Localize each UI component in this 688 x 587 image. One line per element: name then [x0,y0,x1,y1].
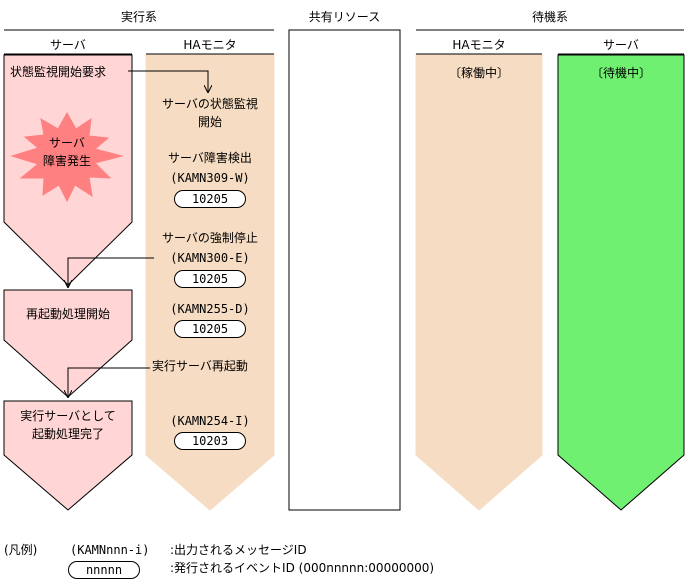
step-startup-done-line1: 実行サーバとして [20,409,116,423]
event-id-badge: 10205 [174,270,246,288]
legend-title: (凡例) [4,543,38,557]
ha-step-monitor-start-line1: サーバの状態監視 [162,97,258,111]
active-server-title: サーバ [50,38,86,52]
arrow-restart [68,367,150,397]
ha-step-failure-detect: サーバ障害検出 [168,151,252,165]
active-group-title: 実行系 [120,10,157,24]
step-startup-done-line2: 起動処理完了 [31,427,104,441]
ha-step-complete-msg: (KAMN254-I) [170,414,250,428]
server-block-3 [3,400,133,511]
legend-event-desc: :発行されるイベントID (000nnnnn:00000000) [170,561,435,575]
arrow-monitor-request [128,70,208,92]
legend-msg-sample: (KAMNnnn-i) [70,543,150,557]
burst-label-line1: サーバ [49,136,85,150]
ha-step-monitor-start-line2: 開始 [197,115,222,129]
active-ha-title: HAモニタ [183,38,237,52]
legend-event-sample: nnnnn [68,561,140,579]
standby-ha-title: HAモニタ [452,38,506,52]
event-id-badge: 10203 [174,432,246,450]
burst-label-line2: 障害発生 [42,154,91,168]
arrow-force-stop [68,257,154,287]
standby-ha-column [415,54,543,511]
ha-step-restart-msg: (KAMN255-D) [170,302,250,316]
standby-group-title: 待機系 [531,10,568,24]
ha-step-force-stop: サーバの強制停止 [162,231,258,245]
standby-server-title: サーバ [603,38,639,52]
event-id-badge: 10205 [174,320,246,338]
standby-server-column [557,54,685,511]
event-id-badge: 10205 [174,190,246,208]
failure-burst-icon [10,111,124,203]
ha-step-failure-msg: (KAMN309-W) [170,171,250,185]
step-restart-start: 再起動処理開始 [25,307,110,321]
legend-msg-desc: :出力されるメッセージID [170,543,307,557]
shared-resource-box [288,29,401,511]
standby-server-status: 〔待機中〕 [590,66,651,80]
ha-step-restart-active: 実行サーバ再起動 [152,359,248,373]
ha-step-force-stop-msg: (KAMN300-E) [170,251,250,265]
step-monitor-request: 状態監視開始要求 [10,65,107,79]
shared-resource-title: 共有リソース [308,10,381,24]
standby-ha-status: 〔稼働中〕 [448,66,509,80]
